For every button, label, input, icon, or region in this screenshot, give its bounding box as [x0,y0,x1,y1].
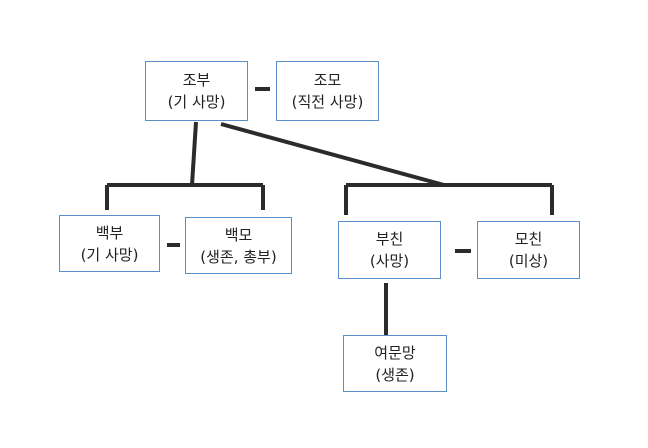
grandfather-status: (기 사망) [167,93,226,111]
aunt-name: 백모 [224,225,253,244]
grandfather-box: 조부 (기 사망) [145,61,248,121]
grandfather-diagonal-line [220,122,445,187]
grandmother-name: 조모 [313,71,342,89]
mother-box: 모친 (미상) [477,221,580,279]
grandparents-spouse-connector [255,87,270,91]
aunt-status: (생존, 총부) [200,247,277,266]
father-name: 부친 [375,230,404,248]
father-box: 부친 (사망) [338,221,441,279]
grandfather-name: 조부 [182,71,211,89]
uncle-name: 백부 [95,223,124,242]
daughter-status: (생존) [375,365,415,384]
grandfather-trunk-line [190,121,198,186]
mother-name: 모친 [514,230,543,248]
daughter-box: 여문망 (생존) [343,335,447,392]
uncle-aunt-spouse-connector [167,243,180,247]
mother-status: (미상) [508,252,549,270]
aunt-box: 백모 (생존, 총부) [185,217,292,274]
daughter-name: 여문망 [374,343,416,362]
grandmother-status: (직전 사망) [291,93,364,111]
uncle-box: 백부 (기 사망) [59,215,160,272]
father-status: (사망) [369,252,410,270]
uncle-status: (기 사망) [80,245,139,264]
grandmother-box: 조모 (직전 사망) [276,61,379,121]
father-mother-spouse-connector [455,249,471,253]
